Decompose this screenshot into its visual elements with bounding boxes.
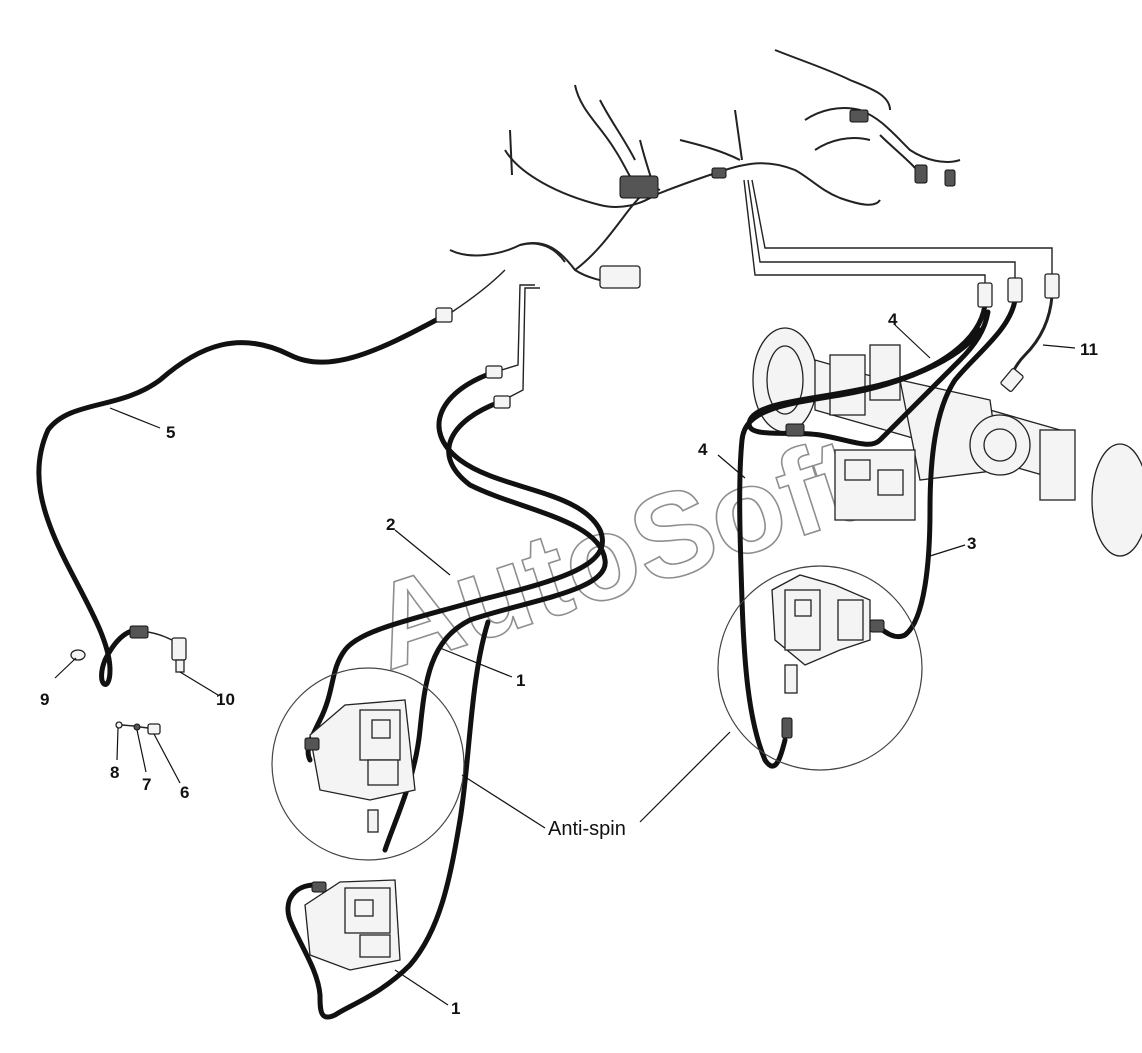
cable-4-lower	[737, 327, 983, 769]
callout-2: 2	[386, 515, 395, 534]
parts-6-7-8	[115, 721, 161, 735]
part-9-ring	[70, 649, 86, 661]
callout-4-lower: 4	[698, 440, 708, 459]
connector-11	[1044, 273, 1060, 299]
callout-9: 9	[40, 690, 49, 709]
cable-1-upper	[382, 399, 608, 853]
leader-lines	[54, 324, 1076, 1006]
callout-1-lower: 1	[451, 999, 460, 1018]
connector-3	[1007, 277, 1023, 303]
signal-lines	[494, 179, 1053, 403]
callout-8: 8	[110, 763, 119, 782]
main-harness	[449, 49, 961, 289]
axle-housing	[752, 327, 1142, 557]
callout-5: 5	[166, 423, 175, 442]
cable-3	[877, 297, 1018, 640]
callout-11: 11	[1080, 340, 1098, 359]
detail-circle-left	[271, 667, 465, 861]
cable-5	[36, 315, 443, 687]
motor-right	[771, 574, 885, 739]
motor-bottom	[304, 879, 401, 971]
callout-3: 3	[967, 534, 976, 553]
connector-4	[977, 282, 993, 308]
motor-left	[304, 699, 416, 833]
part-10-sensor	[129, 625, 187, 673]
callout-10: 10	[216, 690, 235, 709]
callout-7: 7	[142, 775, 151, 794]
callout-6: 6	[180, 783, 189, 802]
callout-4-upper: 4	[888, 310, 898, 329]
callout-1-upper: 1	[516, 671, 525, 690]
detail-circle-right	[717, 565, 923, 771]
anti-spin-label: Anti-spin	[548, 818, 626, 840]
cable-2	[305, 369, 605, 763]
